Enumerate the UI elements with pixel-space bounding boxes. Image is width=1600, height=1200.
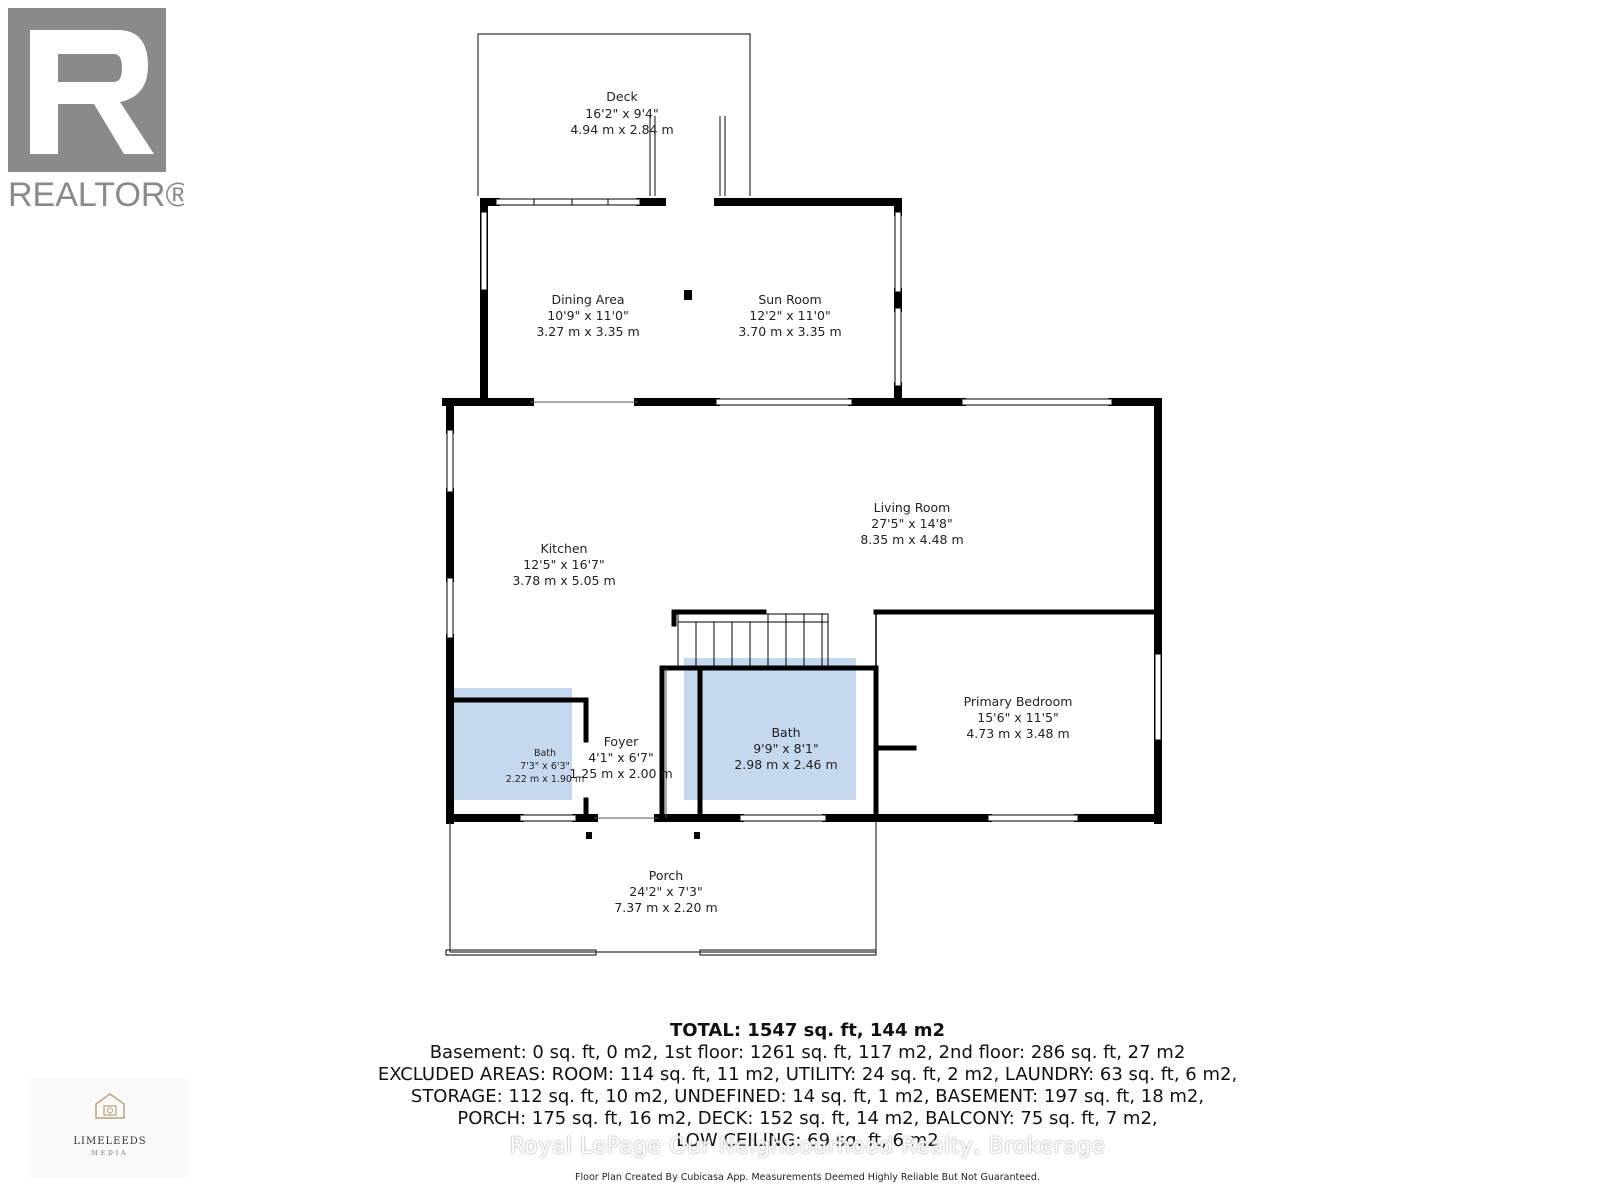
summary-line: PORCH: 175 sq. ft, 16 m2, DECK: 152 sq. … xyxy=(457,1108,1158,1129)
room-metric: 3.27 m x 3.35 m xyxy=(536,324,639,339)
summary-line: Basement: 0 sq. ft, 0 m2, 1st floor: 126… xyxy=(429,1042,1186,1063)
total-area: TOTAL: 1547 sq. ft, 144 m2 xyxy=(669,1020,946,1041)
room-metric: 4.94 m x 2.84 m xyxy=(570,122,673,137)
room-name: Sun Room xyxy=(758,292,821,307)
room-name: Bath xyxy=(771,725,800,740)
deck-outline xyxy=(477,33,751,196)
room-bath-main: Bath 9'9" x 8'1" 2.98 m x 2.46 m xyxy=(734,725,837,772)
room-living-room: Living Room 27'5" x 14'8" 8.35 m x 4.48 … xyxy=(860,500,963,547)
house-camera-icon xyxy=(95,1093,125,1119)
room-imperial: 27'5" x 14'8" xyxy=(871,516,952,531)
bath-1-floor xyxy=(446,688,572,800)
room-dining-area: Dining Area 10'9" x 11'0" 3.27 m x 3.35 … xyxy=(536,292,639,339)
room-primary-bedroom: Primary Bedroom 15'6" x 11'5" 4.73 m x 3… xyxy=(964,694,1073,741)
room-imperial: 24'2" x 7'3" xyxy=(629,884,702,899)
summary-line: EXCLUDED AREAS: ROOM: 114 sq. ft, 11 m2,… xyxy=(377,1064,1238,1085)
porch-outline xyxy=(449,822,877,953)
room-imperial: 16'2" x 9'4" xyxy=(585,106,658,121)
room-metric: 2.22 m x 1.90 m xyxy=(506,774,585,785)
floorplan-disclaimer: Floor Plan Created By Cubicasa App. Meas… xyxy=(575,1172,1040,1183)
room-kitchen: Kitchen 12'5" x 16'7" 3.78 m x 5.05 m xyxy=(512,541,615,588)
room-metric: 7.37 m x 2.20 m xyxy=(614,900,717,915)
room-name: Bath xyxy=(534,748,556,759)
media-logo-sub: MEDIA xyxy=(91,1150,129,1157)
realtor-logo-text: REALTOR® xyxy=(8,176,184,214)
room-metric: 2.98 m x 2.46 m xyxy=(734,757,837,772)
room-metric: 3.70 m x 3.35 m xyxy=(738,324,841,339)
staircase xyxy=(677,613,829,667)
room-imperial: 12'2" x 11'0" xyxy=(749,308,830,323)
area-summary: TOTAL: 1547 sq. ft, 144 m2 Basement: 0 s… xyxy=(0,1020,1600,1152)
media-logo: LIMELEEDS MEDIA xyxy=(30,1078,190,1178)
room-metric: 8.35 m x 4.48 m xyxy=(860,532,963,547)
room-sun-room: Sun Room 12'2" x 11'0" 3.70 m x 3.35 m xyxy=(738,292,841,339)
porch-post xyxy=(694,832,700,839)
media-logo-name: LIMELEEDS xyxy=(73,1136,147,1147)
realtor-logo: REALTOR® xyxy=(8,8,191,220)
room-porch: Porch 24'2" x 7'3" 7.37 m x 2.20 m xyxy=(614,868,717,915)
room-name: Kitchen xyxy=(541,541,588,556)
room-name: Deck xyxy=(606,89,638,104)
room-imperial: 10'9" x 11'0" xyxy=(547,308,628,323)
room-imperial: 7'3" x 6'3" xyxy=(520,761,570,772)
room-name: Dining Area xyxy=(551,292,624,307)
summary-line: STORAGE: 112 sq. ft, 10 m2, UNDEFINED: 1… xyxy=(410,1086,1205,1107)
room-foyer: Foyer 4'1" x 6'7" 1.25 m x 2.00 m xyxy=(569,734,672,781)
room-name: Foyer xyxy=(604,734,639,749)
porch-post xyxy=(586,832,592,839)
room-metric: 3.78 m x 5.05 m xyxy=(512,573,615,588)
room-metric: 4.73 m x 3.48 m xyxy=(966,726,1069,741)
room-name: Living Room xyxy=(874,500,951,515)
room-name: Primary Bedroom xyxy=(964,694,1073,709)
floor-plan: Deck 16'2" x 9'4" 4.94 m x 2.84 m Dining… xyxy=(442,33,1162,956)
room-deck: Deck 16'2" x 9'4" 4.94 m x 2.84 m xyxy=(570,89,673,137)
interior-walls xyxy=(447,609,1161,821)
room-imperial: 9'9" x 8'1" xyxy=(753,741,819,756)
room-name: Porch xyxy=(649,868,683,883)
room-imperial: 4'1" x 6'7" xyxy=(588,750,654,765)
realtor-r-icon: REALTOR® xyxy=(8,8,191,214)
room-metric: 1.25 m x 2.00 m xyxy=(569,766,672,781)
summary-line: LOW CEILING: 69 sq. ft, 6 m2 xyxy=(676,1130,939,1151)
room-imperial: 15'6" x 11'5" xyxy=(977,710,1058,725)
room-bath-small: Bath 7'3" x 6'3" 2.22 m x 1.90 m xyxy=(506,748,585,785)
sunroom-post xyxy=(684,290,692,300)
room-imperial: 12'5" x 16'7" xyxy=(523,557,604,572)
brokerage-watermark: Royal LePage Our Neighbourhood Realty, B… xyxy=(509,1134,1106,1159)
bath-2-floor xyxy=(684,658,856,800)
